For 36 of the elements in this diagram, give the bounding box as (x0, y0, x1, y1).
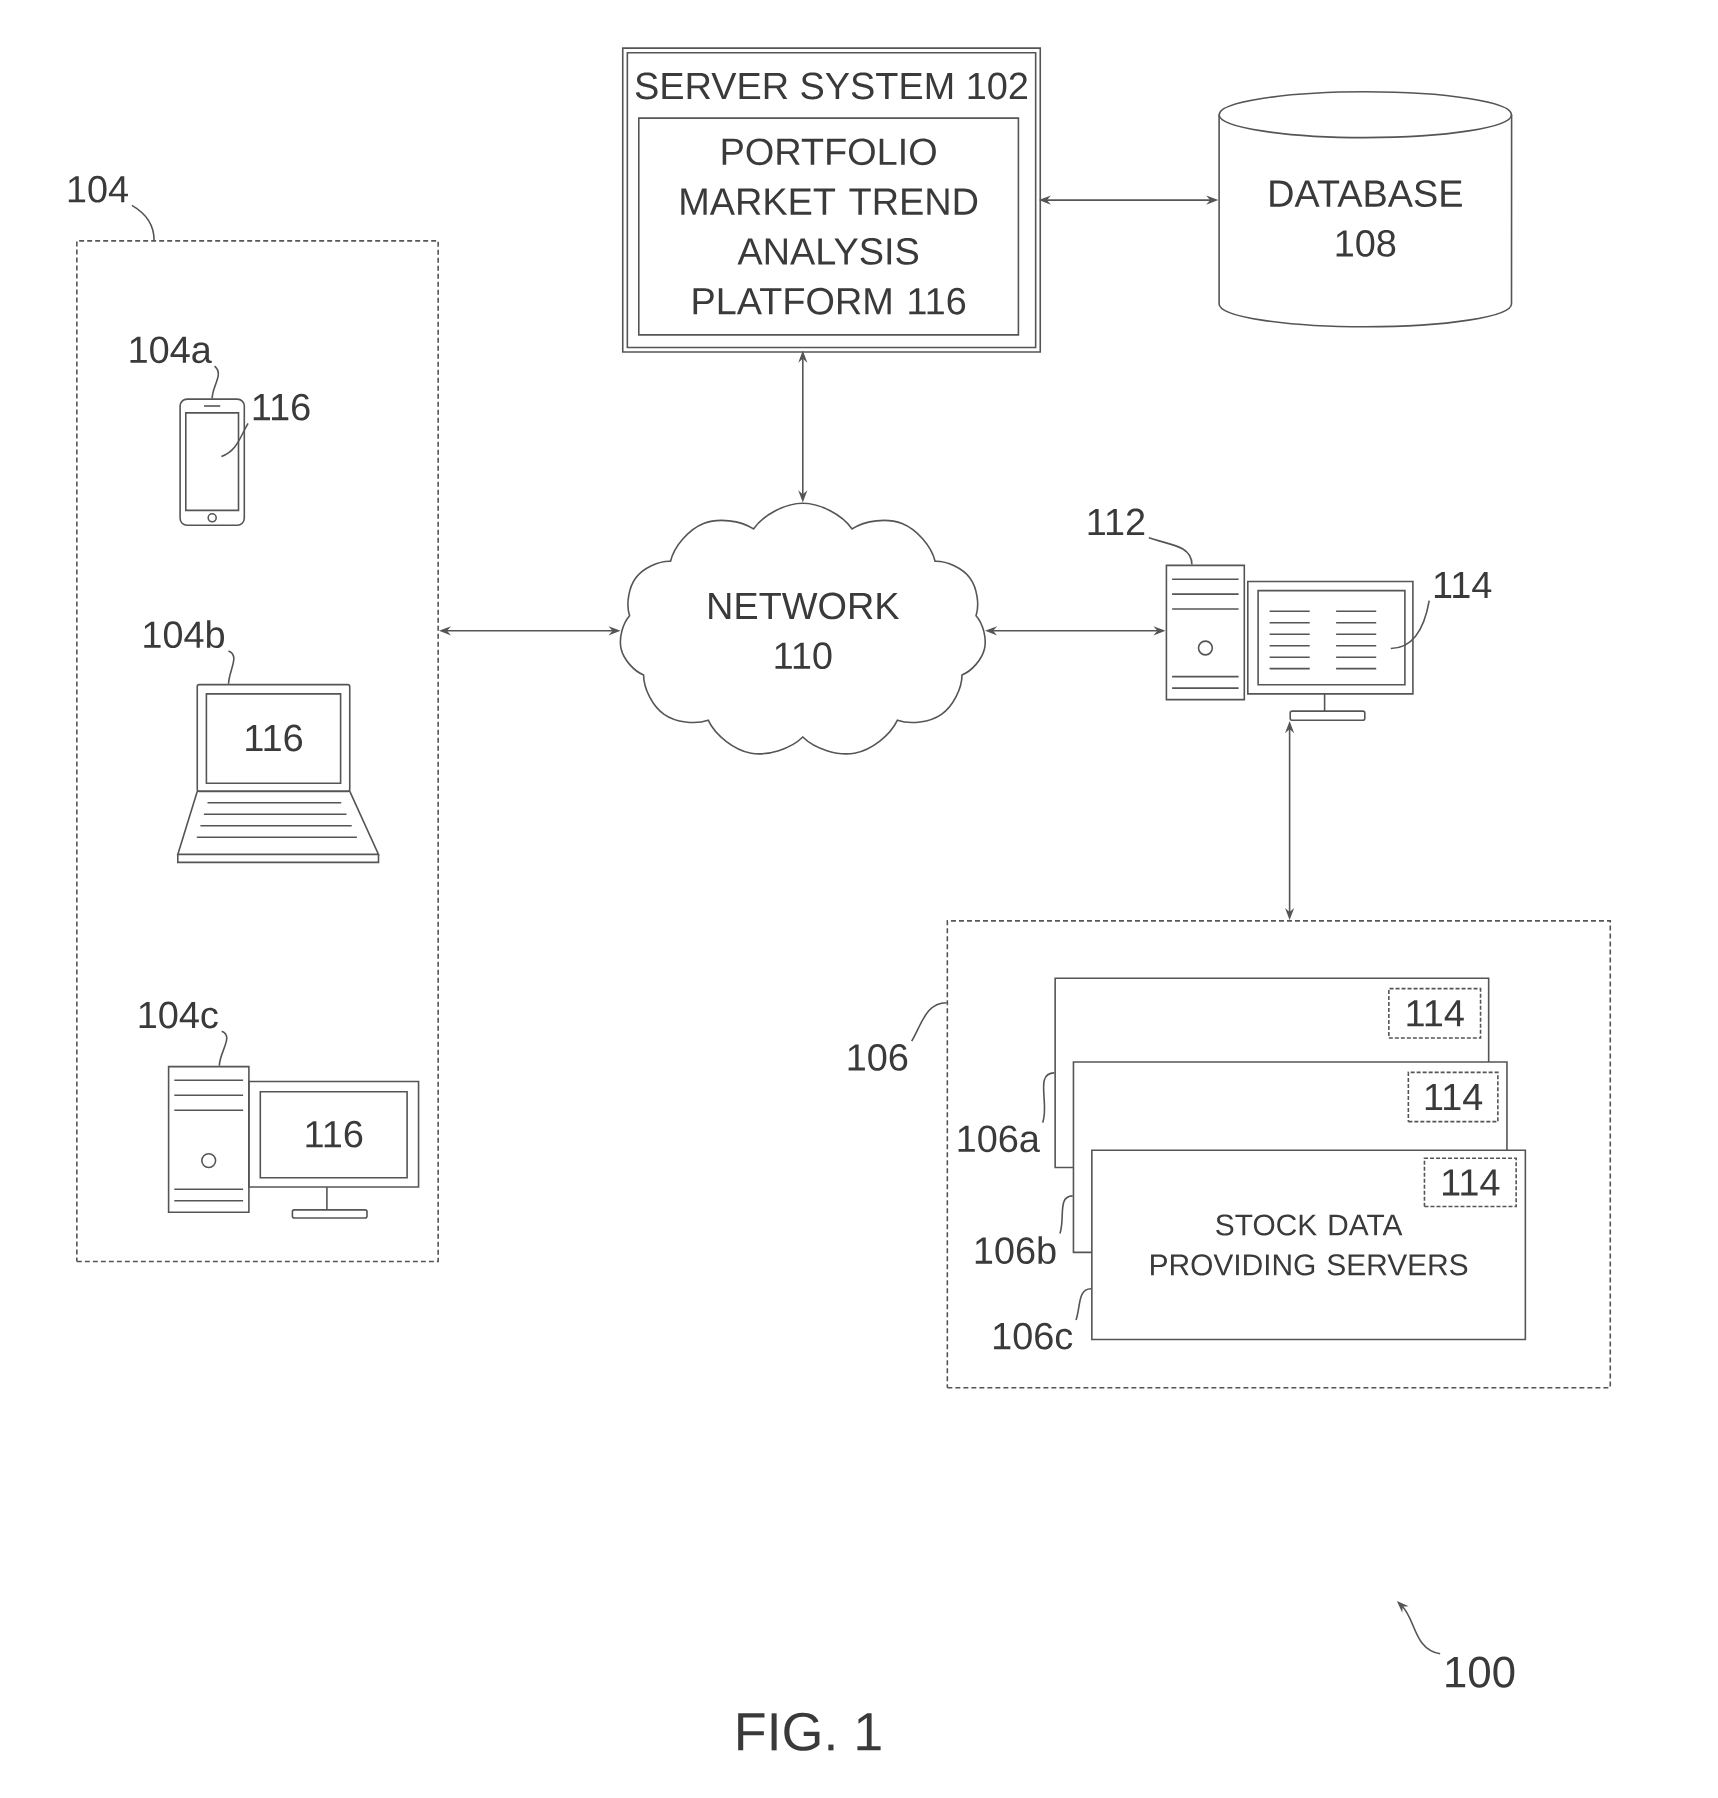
reference-numeral: 106b (975, 1236, 1056, 1264)
reference-numeral: 106 (848, 1044, 908, 1071)
reference-numeral: 106a (958, 1125, 1040, 1153)
reference-tag-box: 114 (1407, 1071, 1499, 1123)
reference-tag-box: 114 (1388, 987, 1482, 1039)
leader-line (227, 650, 235, 685)
smartphone-drawing (179, 398, 246, 527)
reference-numeral: 116 (253, 393, 310, 421)
reference-tag-box: 114 (1423, 1157, 1517, 1208)
reference-numeral: 104a (130, 336, 212, 364)
leader-line (1390, 599, 1431, 650)
reference-numeral: 100 (1446, 1656, 1515, 1688)
dashed-group-box (76, 240, 439, 1263)
dashed-group-box (946, 920, 1612, 1389)
reference-numeral: 114 (1434, 571, 1492, 598)
leader-line (1075, 1287, 1092, 1321)
desktop-computer-drawing (1165, 564, 1414, 721)
leader-line (131, 204, 155, 241)
reference-numeral: 104c (139, 1001, 218, 1029)
leader-line (211, 365, 220, 400)
leader-line (1059, 1195, 1074, 1235)
figure-caption: FIG. 1 (738, 1712, 881, 1751)
network-cloud: NETWORK 110 (619, 502, 986, 755)
leader-line (220, 422, 249, 458)
reference-numeral: 106c (994, 1322, 1073, 1350)
platform-box: PORTFOLIO MARKET TREND ANALYSIS PLATFORM 116 (638, 117, 1020, 336)
database-cylinder: DATABASE 108 (1218, 91, 1513, 328)
desktop-computer-drawing: 116 (167, 1065, 420, 1219)
reference-numeral: 104b (144, 620, 224, 649)
reference-numeral: 104 (68, 175, 128, 203)
laptop-drawing: 116 (176, 683, 380, 864)
leader-line (218, 1030, 228, 1067)
leader-line (910, 1001, 948, 1042)
reference-numeral: 112 (1088, 508, 1145, 536)
leader-line (1148, 537, 1193, 566)
leader-line (1041, 1072, 1056, 1124)
